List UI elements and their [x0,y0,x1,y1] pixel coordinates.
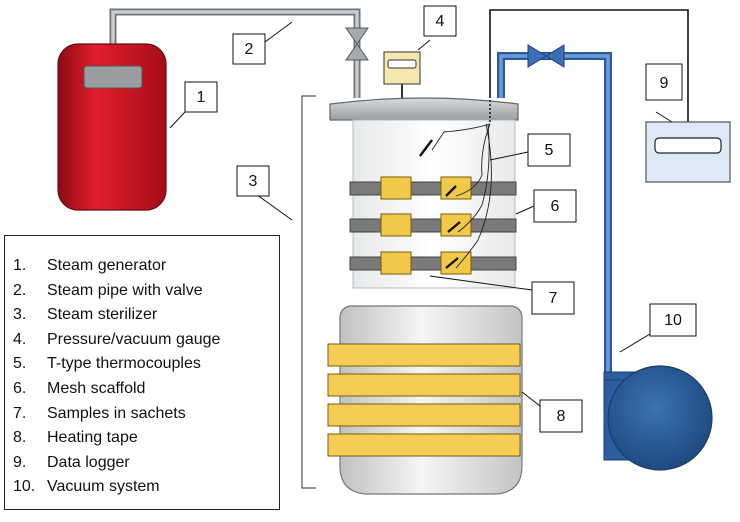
steam-valve [345,27,369,61]
data-logger-wire [489,9,689,122]
mesh-scaffold [349,181,517,271]
legend-item: 7.Samples in sachets [13,404,186,422]
callout-9: 9 [645,63,683,101]
steam-generator [57,43,167,211]
callout-6: 6 [533,189,577,223]
legend-item: 2.Steam pipe with valve [13,281,203,299]
callout-3: 3 [236,165,270,197]
legend-item: 4.Pressure/vacuum gauge [13,330,221,348]
vacuum-valve [527,44,565,68]
callout-8: 8 [539,399,583,433]
svg-text:6: 6 [551,198,560,215]
legend-item: 3.Steam sterilizer [13,306,158,324]
thermocouples [431,100,492,269]
leader-lines [169,21,673,407]
data-logger [645,121,731,183]
thermocouple-tips [419,139,461,269]
callout-5: 5 [527,133,571,167]
legend-item: 8.Heating tape [13,429,138,447]
legend-item: 5.T-type thermocouples [13,355,201,373]
legend-item: 1.Steam generator [13,257,167,274]
svg-text:7: 7 [549,290,558,307]
sterilizer-vessel [339,305,523,495]
legend-list: 1.Steam generator 2.Steam pipe with valv… [5,236,279,500]
svg-text:2: 2 [245,41,254,58]
callout-1: 1 [184,81,218,113]
legend-item: 9.Data logger [13,453,130,471]
heating-tape [327,343,521,457]
svg-text:10: 10 [664,312,682,329]
legend-item: 6.Mesh scaffold [13,379,146,397]
callout-4: 4 [423,5,457,37]
callout-7: 7 [531,281,575,315]
svg-text:9: 9 [660,75,669,92]
svg-text:4: 4 [436,13,445,30]
svg-text:5: 5 [545,142,554,159]
pressure-gauge [383,51,421,98]
sterilizer-bracket [301,95,316,489]
callout-2: 2 [232,33,266,65]
svg-text:8: 8 [557,408,566,425]
svg-text:1: 1 [197,89,206,106]
legend-box: 1.Steam generator 2.Steam pipe with valv… [4,235,280,510]
vacuum-pump [603,365,713,471]
legend-item: 10.Vacuum system [13,478,160,496]
sterilizer-lid [329,97,519,121]
svg-text:3: 3 [249,173,258,190]
callout-10: 10 [649,303,697,337]
